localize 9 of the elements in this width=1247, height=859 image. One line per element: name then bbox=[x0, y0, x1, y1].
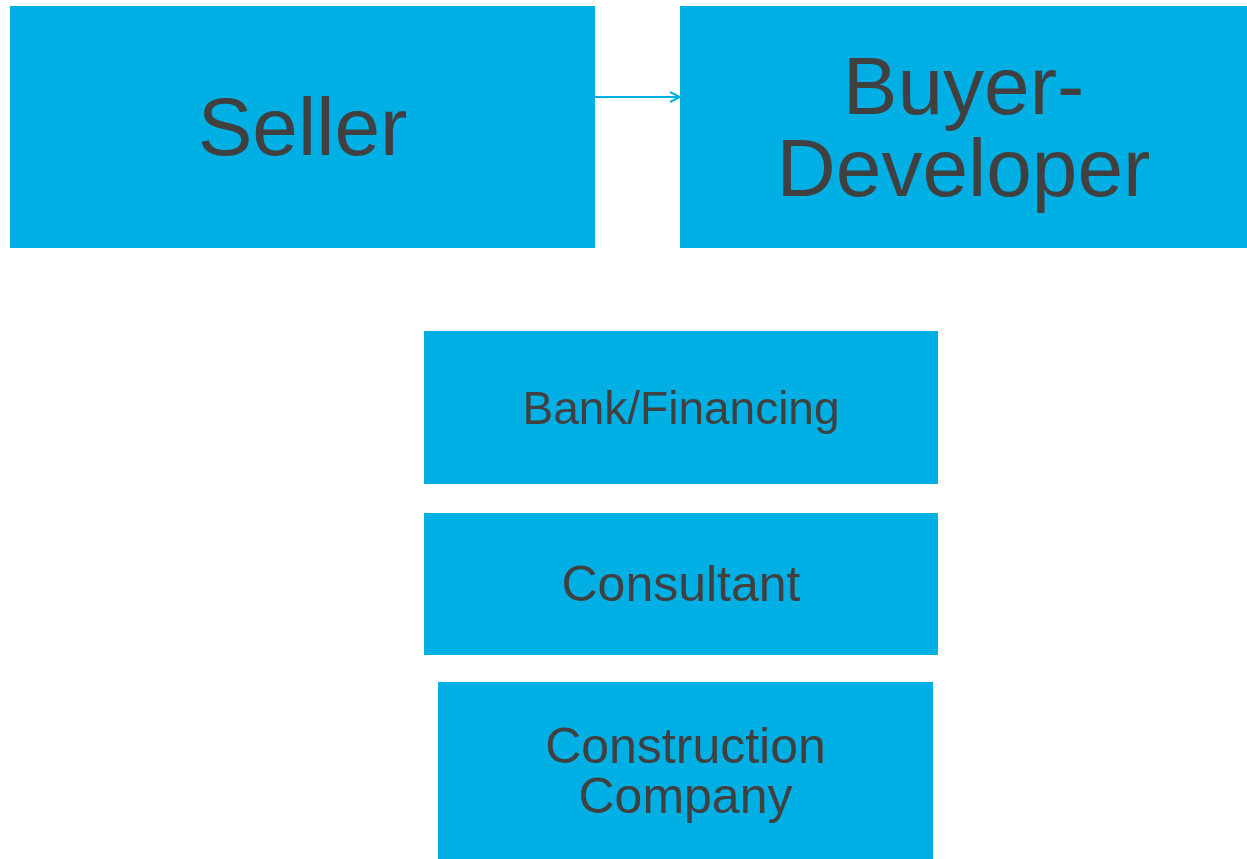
consultant-box bbox=[424, 513, 938, 655]
construction-box bbox=[438, 682, 933, 859]
arrow bbox=[594, 91, 681, 103]
bank-box bbox=[424, 331, 938, 484]
buyer-box bbox=[680, 6, 1247, 248]
seller-box bbox=[10, 6, 595, 248]
box-label: Construction Company bbox=[544, 720, 827, 821]
box-label: Consultant bbox=[560, 559, 802, 609]
box-label: Seller bbox=[196, 86, 409, 168]
